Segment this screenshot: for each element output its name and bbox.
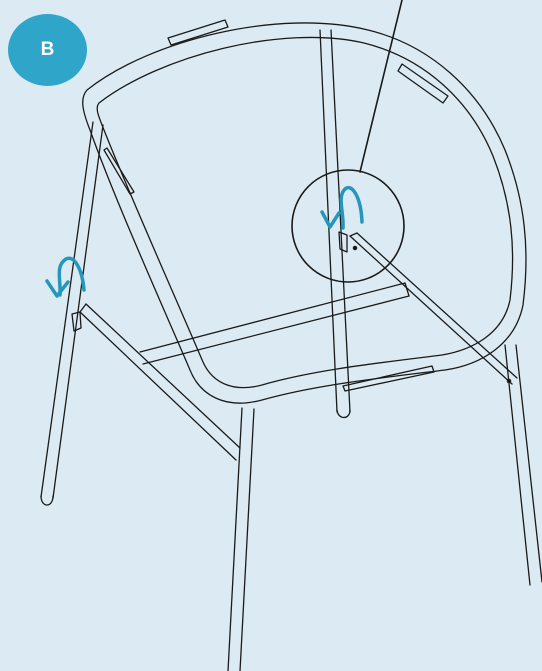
step-label: B: [41, 39, 55, 61]
front-leg: [228, 408, 254, 671]
left-side-rail: [72, 232, 347, 460]
detail-callout: [292, 0, 404, 282]
step-badge: B: [8, 14, 87, 86]
seat-frame: [83, 23, 526, 403]
back-right-leg: [320, 30, 350, 418]
rotate-arrow-icon: [47, 258, 84, 296]
frame-slots: [104, 20, 448, 391]
cross-rail: [140, 283, 409, 364]
right-side-rail: [350, 233, 517, 384]
